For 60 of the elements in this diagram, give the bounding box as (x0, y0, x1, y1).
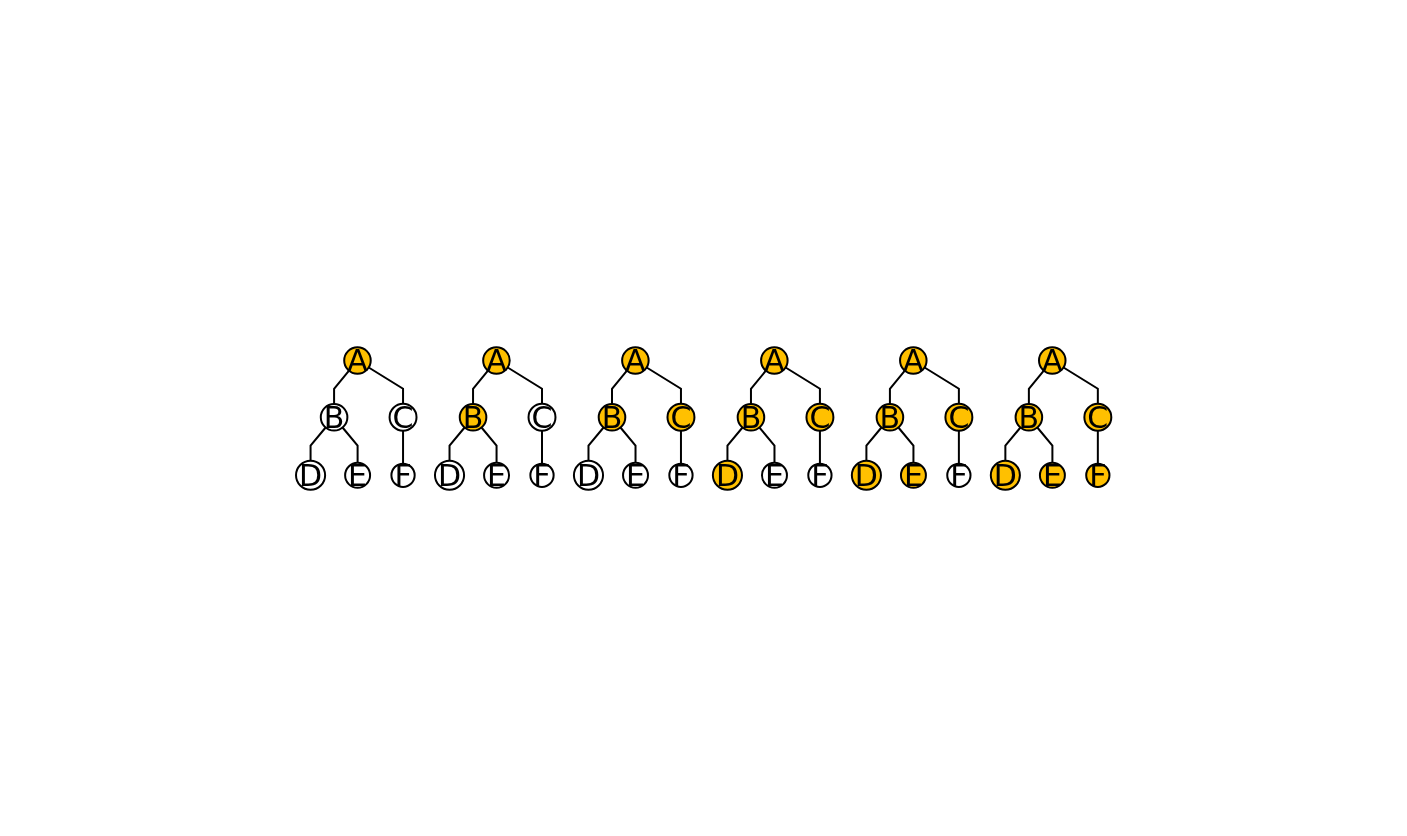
node-circle: C (944, 402, 974, 432)
connector (332, 369, 350, 406)
node-circle: A (482, 346, 511, 375)
connector (1004, 426, 1022, 462)
connector (619, 426, 637, 464)
node-circle: D (989, 459, 1021, 491)
node-circle: B (458, 403, 488, 432)
connector (784, 366, 821, 405)
connector (341, 426, 359, 464)
node-circle: E (621, 461, 649, 489)
node-circle: B (1014, 403, 1043, 432)
node-circle: C (527, 402, 557, 432)
connector (610, 369, 628, 406)
node-circle: C (388, 402, 418, 432)
connector (897, 426, 915, 464)
node-circle: B (597, 403, 627, 432)
connector (957, 429, 960, 465)
node-circle: A (759, 346, 789, 375)
node-circle: C (805, 402, 835, 432)
node-circle: A (620, 346, 650, 375)
node-circle: E (343, 461, 371, 489)
connector (758, 426, 776, 464)
connector (540, 429, 543, 465)
connector (480, 426, 498, 464)
node-circle: A (898, 346, 928, 375)
node-circle: A (1037, 346, 1067, 375)
connector (367, 366, 404, 405)
connector (865, 426, 883, 462)
connector (888, 369, 906, 406)
connector (923, 366, 960, 405)
node-circle: E (1038, 461, 1066, 489)
node-circle: B (319, 403, 349, 432)
connector (818, 429, 821, 465)
node-circle: E (760, 461, 788, 489)
connector (1036, 426, 1054, 464)
connector (471, 369, 489, 406)
node-circle: E (899, 461, 927, 489)
node-circle: C (1083, 402, 1113, 432)
connector (1096, 429, 1099, 465)
node-circle: D (850, 459, 882, 491)
connector (587, 426, 605, 462)
connector (401, 429, 404, 465)
connector (749, 369, 767, 406)
node-circle: D (711, 459, 743, 491)
connector (645, 366, 682, 405)
connector (1062, 366, 1099, 405)
connector (726, 426, 744, 462)
connector (309, 426, 327, 462)
node-circle: E (482, 461, 510, 489)
node-circle: D (433, 459, 465, 491)
node-circle: A (343, 346, 372, 375)
node-circle: C (666, 402, 696, 432)
connector (679, 429, 682, 465)
connector (506, 366, 543, 405)
connector (448, 426, 466, 462)
node-circle: D (572, 459, 604, 491)
node-circle: B (736, 403, 766, 432)
node-circle: B (875, 403, 905, 432)
node-circle: D (294, 459, 326, 491)
connector (1027, 369, 1045, 406)
